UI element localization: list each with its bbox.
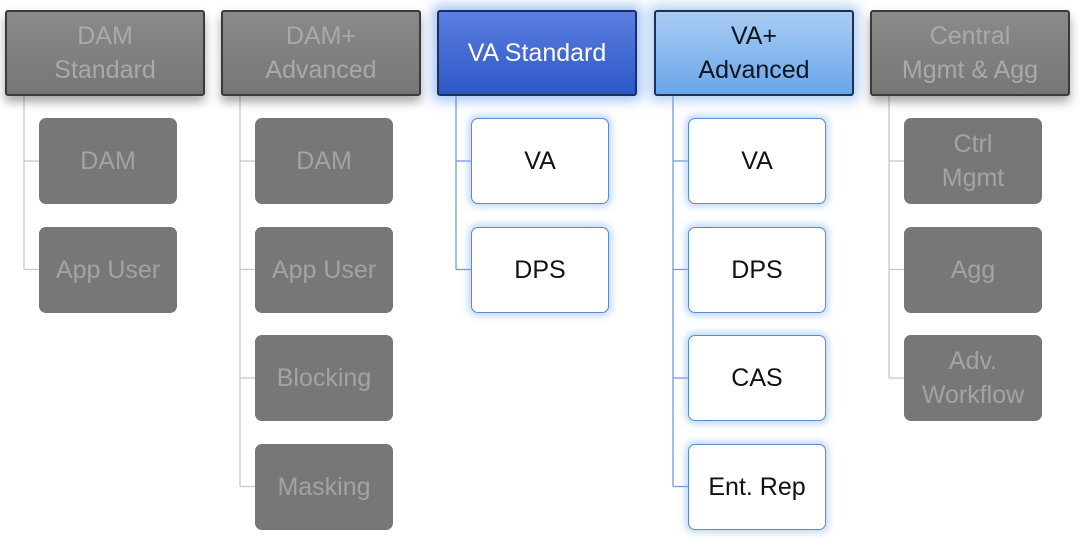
dam-advanced-item-1-label: App User	[271, 255, 377, 284]
va-standard-item-0-label: VA	[524, 147, 556, 175]
dam-standard-item-1: App User	[39, 226, 177, 313]
va-advanced-header-label: VA+ Advanced	[698, 22, 810, 84]
dam-standard-item-0-label: DAM	[80, 147, 136, 175]
va-standard-item-1-label: DPS	[514, 255, 566, 284]
va-advanced-item-3-label: Ent. Rep	[708, 472, 806, 501]
central-mgmt-item-0-label: Ctrl Mgmt	[941, 130, 1005, 192]
dam-standard-item-1-label: App User	[55, 255, 161, 284]
va-advanced-item-1-label: DPS	[731, 255, 783, 284]
central-mgmt-item-2-label: Adv. Workflow	[921, 347, 1025, 409]
central-mgmt-item-2: Adv. Workflow	[904, 335, 1042, 421]
dam-advanced-item-0: DAM	[255, 118, 393, 204]
dam-standard-header: DAM Standard	[5, 10, 205, 96]
dam-advanced-header: DAM+ Advanced	[221, 10, 421, 96]
va-advanced-item-1: DPS	[688, 226, 826, 313]
dam-standard-header-label: DAM Standard	[54, 22, 156, 84]
dam-standard-item-0: DAM	[39, 118, 177, 204]
va-advanced-item-3: Ent. Rep	[688, 443, 826, 530]
va-advanced-item-0-label: VA	[741, 147, 773, 175]
dam-advanced-header-label: DAM+ Advanced	[265, 22, 377, 84]
central-mgmt-item-1: Agg	[904, 226, 1042, 313]
va-standard-header-label: VA Standard	[467, 39, 607, 67]
central-mgmt-header-label: Central Mgmt & Agg	[901, 22, 1039, 84]
va-advanced-item-2-label: CAS	[731, 364, 783, 392]
dam-advanced-item-0-label: DAM	[296, 147, 352, 175]
va-advanced-header: VA+ Advanced	[654, 10, 854, 96]
dam-advanced-item-1: App User	[255, 226, 393, 313]
va-standard-item-1: DPS	[471, 226, 609, 313]
va-standard-item-0: VA	[471, 118, 609, 204]
central-mgmt-item-1-label: Agg	[950, 255, 996, 284]
va-advanced-item-0: VA	[688, 118, 826, 204]
va-standard-header: VA Standard	[437, 10, 637, 96]
dam-advanced-item-3-label: Masking	[277, 472, 371, 501]
central-mgmt-header: Central Mgmt & Agg	[870, 10, 1070, 96]
dam-advanced-item-2-label: Blocking	[276, 364, 372, 392]
va-advanced-item-2: CAS	[688, 335, 826, 421]
dam-advanced-item-3: Masking	[255, 443, 393, 530]
dam-advanced-item-2: Blocking	[255, 335, 393, 421]
central-mgmt-item-0: Ctrl Mgmt	[904, 118, 1042, 204]
